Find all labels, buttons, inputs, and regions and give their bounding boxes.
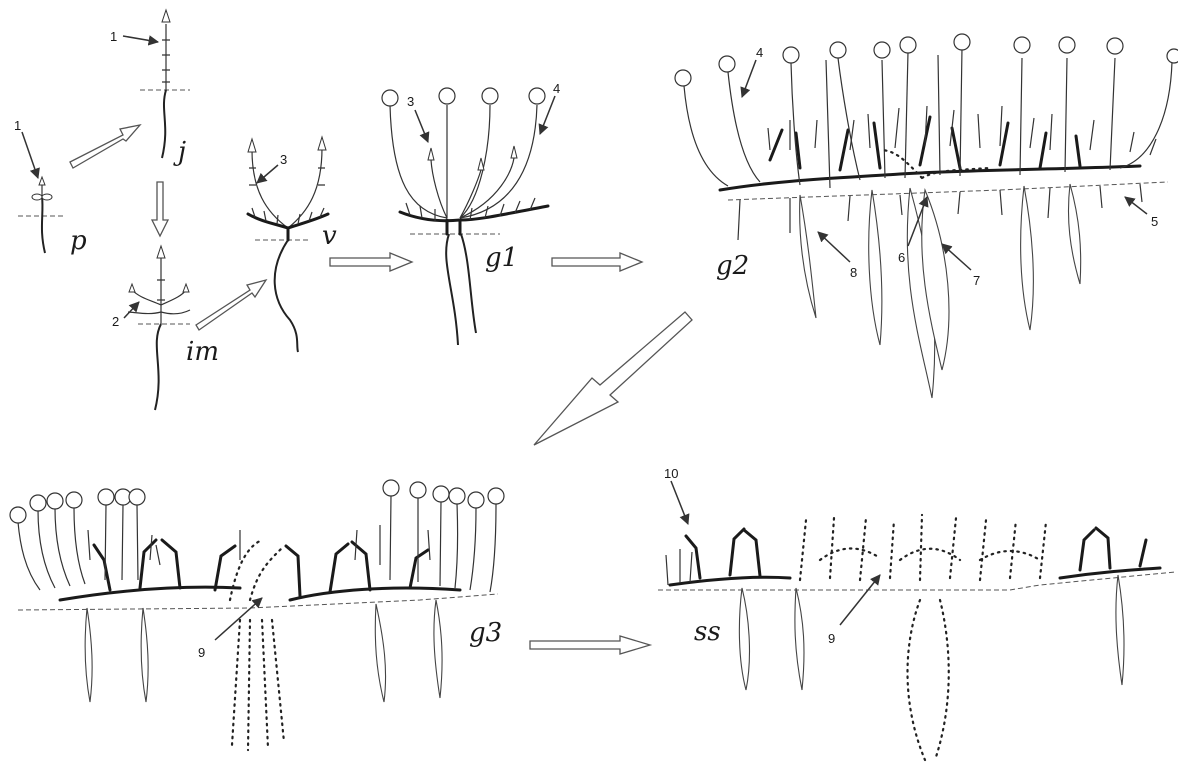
label-9-g3: 9 xyxy=(198,645,205,660)
label-3-v: 3 xyxy=(280,152,287,167)
transition-arrow-g3-to-ss xyxy=(530,636,650,654)
label-4-g1: 4 xyxy=(553,81,560,96)
stage-g3-plant xyxy=(10,480,504,750)
stage-label-j: j xyxy=(173,137,186,167)
label-1-j: 1 xyxy=(110,29,117,44)
stage-label-v: v xyxy=(322,221,337,251)
stage-g2-plant xyxy=(675,34,1178,398)
transition-arrow-v-to-g1 xyxy=(330,253,412,271)
stage-v-plant xyxy=(248,137,328,352)
stage-g1-plant xyxy=(382,88,548,345)
stage-j-plant xyxy=(140,10,190,158)
label-10-ss: 10 xyxy=(664,466,678,481)
label-2-im: 2 xyxy=(112,314,119,329)
label-8-g2: 8 xyxy=(850,265,857,280)
label-1-p: 1 xyxy=(14,118,21,133)
stage-p-plant xyxy=(18,177,64,253)
label-6-g2: 6 xyxy=(898,250,905,265)
stage-label-im: im xyxy=(186,337,219,367)
transition-arrow-j-to-im xyxy=(152,182,168,236)
transition-arrow-g1-to-g2 xyxy=(552,253,642,271)
stage-ss-plant xyxy=(658,515,1175,760)
stage-label-g1: g1 xyxy=(485,243,518,273)
stage-label-g3: g3 xyxy=(469,618,502,648)
transition-arrow-p-to-j xyxy=(70,125,140,168)
label-5-g2: 5 xyxy=(1151,214,1158,229)
label-7-g2: 7 xyxy=(973,273,980,288)
stage-label-p: p xyxy=(70,226,87,256)
transition-arrow-g2-to-g3 xyxy=(534,312,692,445)
label-3-g1: 3 xyxy=(407,94,414,109)
stage-im-plant xyxy=(128,246,190,410)
transition-arrow-im-to-v xyxy=(196,280,266,330)
stage-label-ss: ss xyxy=(694,617,721,647)
label-4-g2: 4 xyxy=(756,45,763,60)
label-9-ss: 9 xyxy=(828,631,835,646)
stage-label-g2: g2 xyxy=(716,251,749,281)
